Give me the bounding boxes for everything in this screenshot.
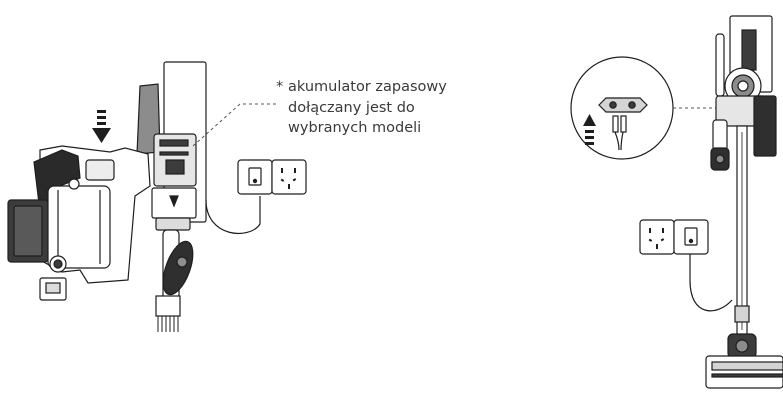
wall-dock-icon bbox=[151, 61, 207, 332]
insert-arrow-icon bbox=[92, 110, 111, 143]
charging-cable bbox=[205, 196, 261, 235]
note-line-1: akumulator zapasowy bbox=[288, 79, 447, 95]
wall-outlet-icon bbox=[271, 159, 307, 195]
up-arrow-icon bbox=[583, 114, 596, 145]
outlet-pair-right bbox=[639, 219, 709, 255]
spare-battery-note: * akumulator zapasowy dołączany jest do … bbox=[276, 77, 516, 139]
note-asterisk: * bbox=[276, 79, 284, 95]
plug-callout bbox=[570, 56, 674, 160]
upright-vacuum bbox=[705, 15, 783, 389]
outlet-pair-left bbox=[237, 159, 307, 195]
note-line-2: dołączany jest do bbox=[288, 99, 415, 116]
charging-cable-right bbox=[689, 250, 733, 312]
vacuum-handheld-unit bbox=[7, 83, 161, 301]
note-line-3: wybranych modeli bbox=[288, 120, 422, 136]
dc-plug-icon bbox=[598, 97, 648, 151]
